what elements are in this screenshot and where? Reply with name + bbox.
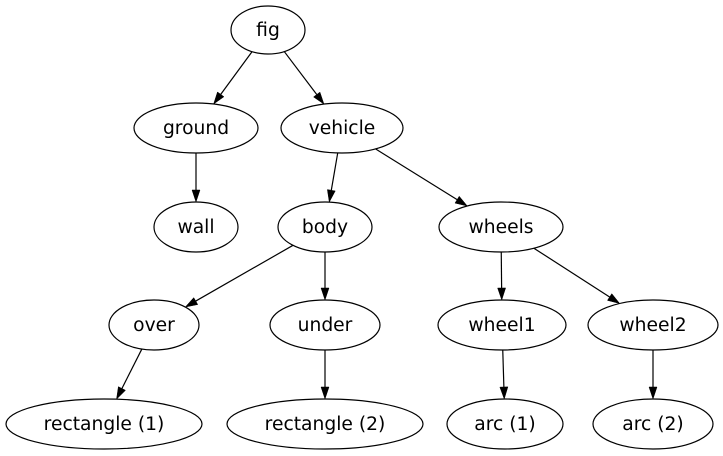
node-label-rectangle1: rectangle (1) bbox=[44, 414, 165, 435]
node-label-arc2: arc (2) bbox=[622, 414, 683, 435]
edge-vehicle-wheels bbox=[375, 148, 458, 201]
node-body: body bbox=[277, 201, 373, 253]
edge-wheels-wheel2 bbox=[533, 247, 610, 298]
edge-body-over bbox=[195, 244, 294, 302]
node-ellipse-rectangle1 bbox=[5, 398, 203, 450]
arrowhead-body-under bbox=[320, 287, 330, 301]
arrowhead-vehicle-body bbox=[327, 189, 336, 203]
arrowhead-wheels-wheel1 bbox=[497, 287, 506, 301]
arrowhead-wheels-wheel2 bbox=[607, 293, 621, 304]
node-label-fig: fig bbox=[256, 20, 280, 41]
node-label-vehicle: vehicle bbox=[309, 118, 376, 139]
node-label-wheels: wheels bbox=[468, 217, 533, 238]
node-over: over bbox=[108, 299, 200, 351]
node-arc2: arc (2) bbox=[592, 398, 714, 450]
arrowhead-wheel1-arc1 bbox=[499, 386, 509, 400]
arrowhead-fig-ground bbox=[213, 91, 225, 105]
node-label-wheel1: wheel1 bbox=[468, 315, 535, 336]
node-ellipse-wheels bbox=[438, 201, 564, 253]
node-rectangle2: rectangle (2) bbox=[226, 398, 424, 450]
node-label-body: body bbox=[302, 217, 348, 238]
node-arc1: arc (1) bbox=[446, 398, 564, 450]
edge-over-rectangle1 bbox=[121, 348, 143, 389]
node-ground: ground bbox=[133, 102, 259, 154]
node-ellipse-over bbox=[108, 299, 200, 351]
node-label-wheel2: wheel2 bbox=[619, 315, 686, 336]
node-wheel2: wheel2 bbox=[587, 299, 719, 351]
node-label-wall: wall bbox=[177, 217, 214, 238]
edge-vehicle-body bbox=[330, 152, 339, 191]
node-label-rectangle2: rectangle (2) bbox=[265, 414, 386, 435]
node-label-under: under bbox=[298, 315, 353, 336]
node-rectangle1: rectangle (1) bbox=[5, 398, 203, 450]
node-fig: fig bbox=[230, 5, 306, 55]
node-under: under bbox=[269, 299, 381, 351]
edge-wheel1-arc1 bbox=[502, 349, 505, 388]
arrowhead-vehicle-wheels bbox=[454, 195, 468, 207]
node-label-arc1: arc (1) bbox=[474, 414, 535, 435]
arrowhead-wheel2-arc2 bbox=[648, 386, 658, 400]
node-label-over: over bbox=[133, 315, 175, 336]
node-wheels: wheels bbox=[438, 201, 564, 253]
node-ellipse-fig bbox=[230, 5, 306, 55]
arrowhead-fig-vehicle bbox=[313, 91, 325, 105]
node-wall: wall bbox=[153, 201, 239, 253]
node-wheel1: wheel1 bbox=[437, 299, 567, 351]
arrowhead-body-over bbox=[184, 297, 199, 308]
node-vehicle: vehicle bbox=[280, 102, 404, 154]
edge-fig-vehicle bbox=[283, 51, 318, 95]
node-ellipse-arc1 bbox=[446, 398, 564, 450]
node-ellipse-vehicle bbox=[280, 102, 404, 154]
arrowhead-over-rectangle1 bbox=[116, 386, 126, 400]
arrowhead-ground-wall bbox=[191, 189, 201, 203]
node-label-ground: ground bbox=[163, 118, 229, 139]
arrowhead-under-rectangle2 bbox=[320, 386, 330, 400]
edge-fig-ground bbox=[220, 51, 253, 95]
